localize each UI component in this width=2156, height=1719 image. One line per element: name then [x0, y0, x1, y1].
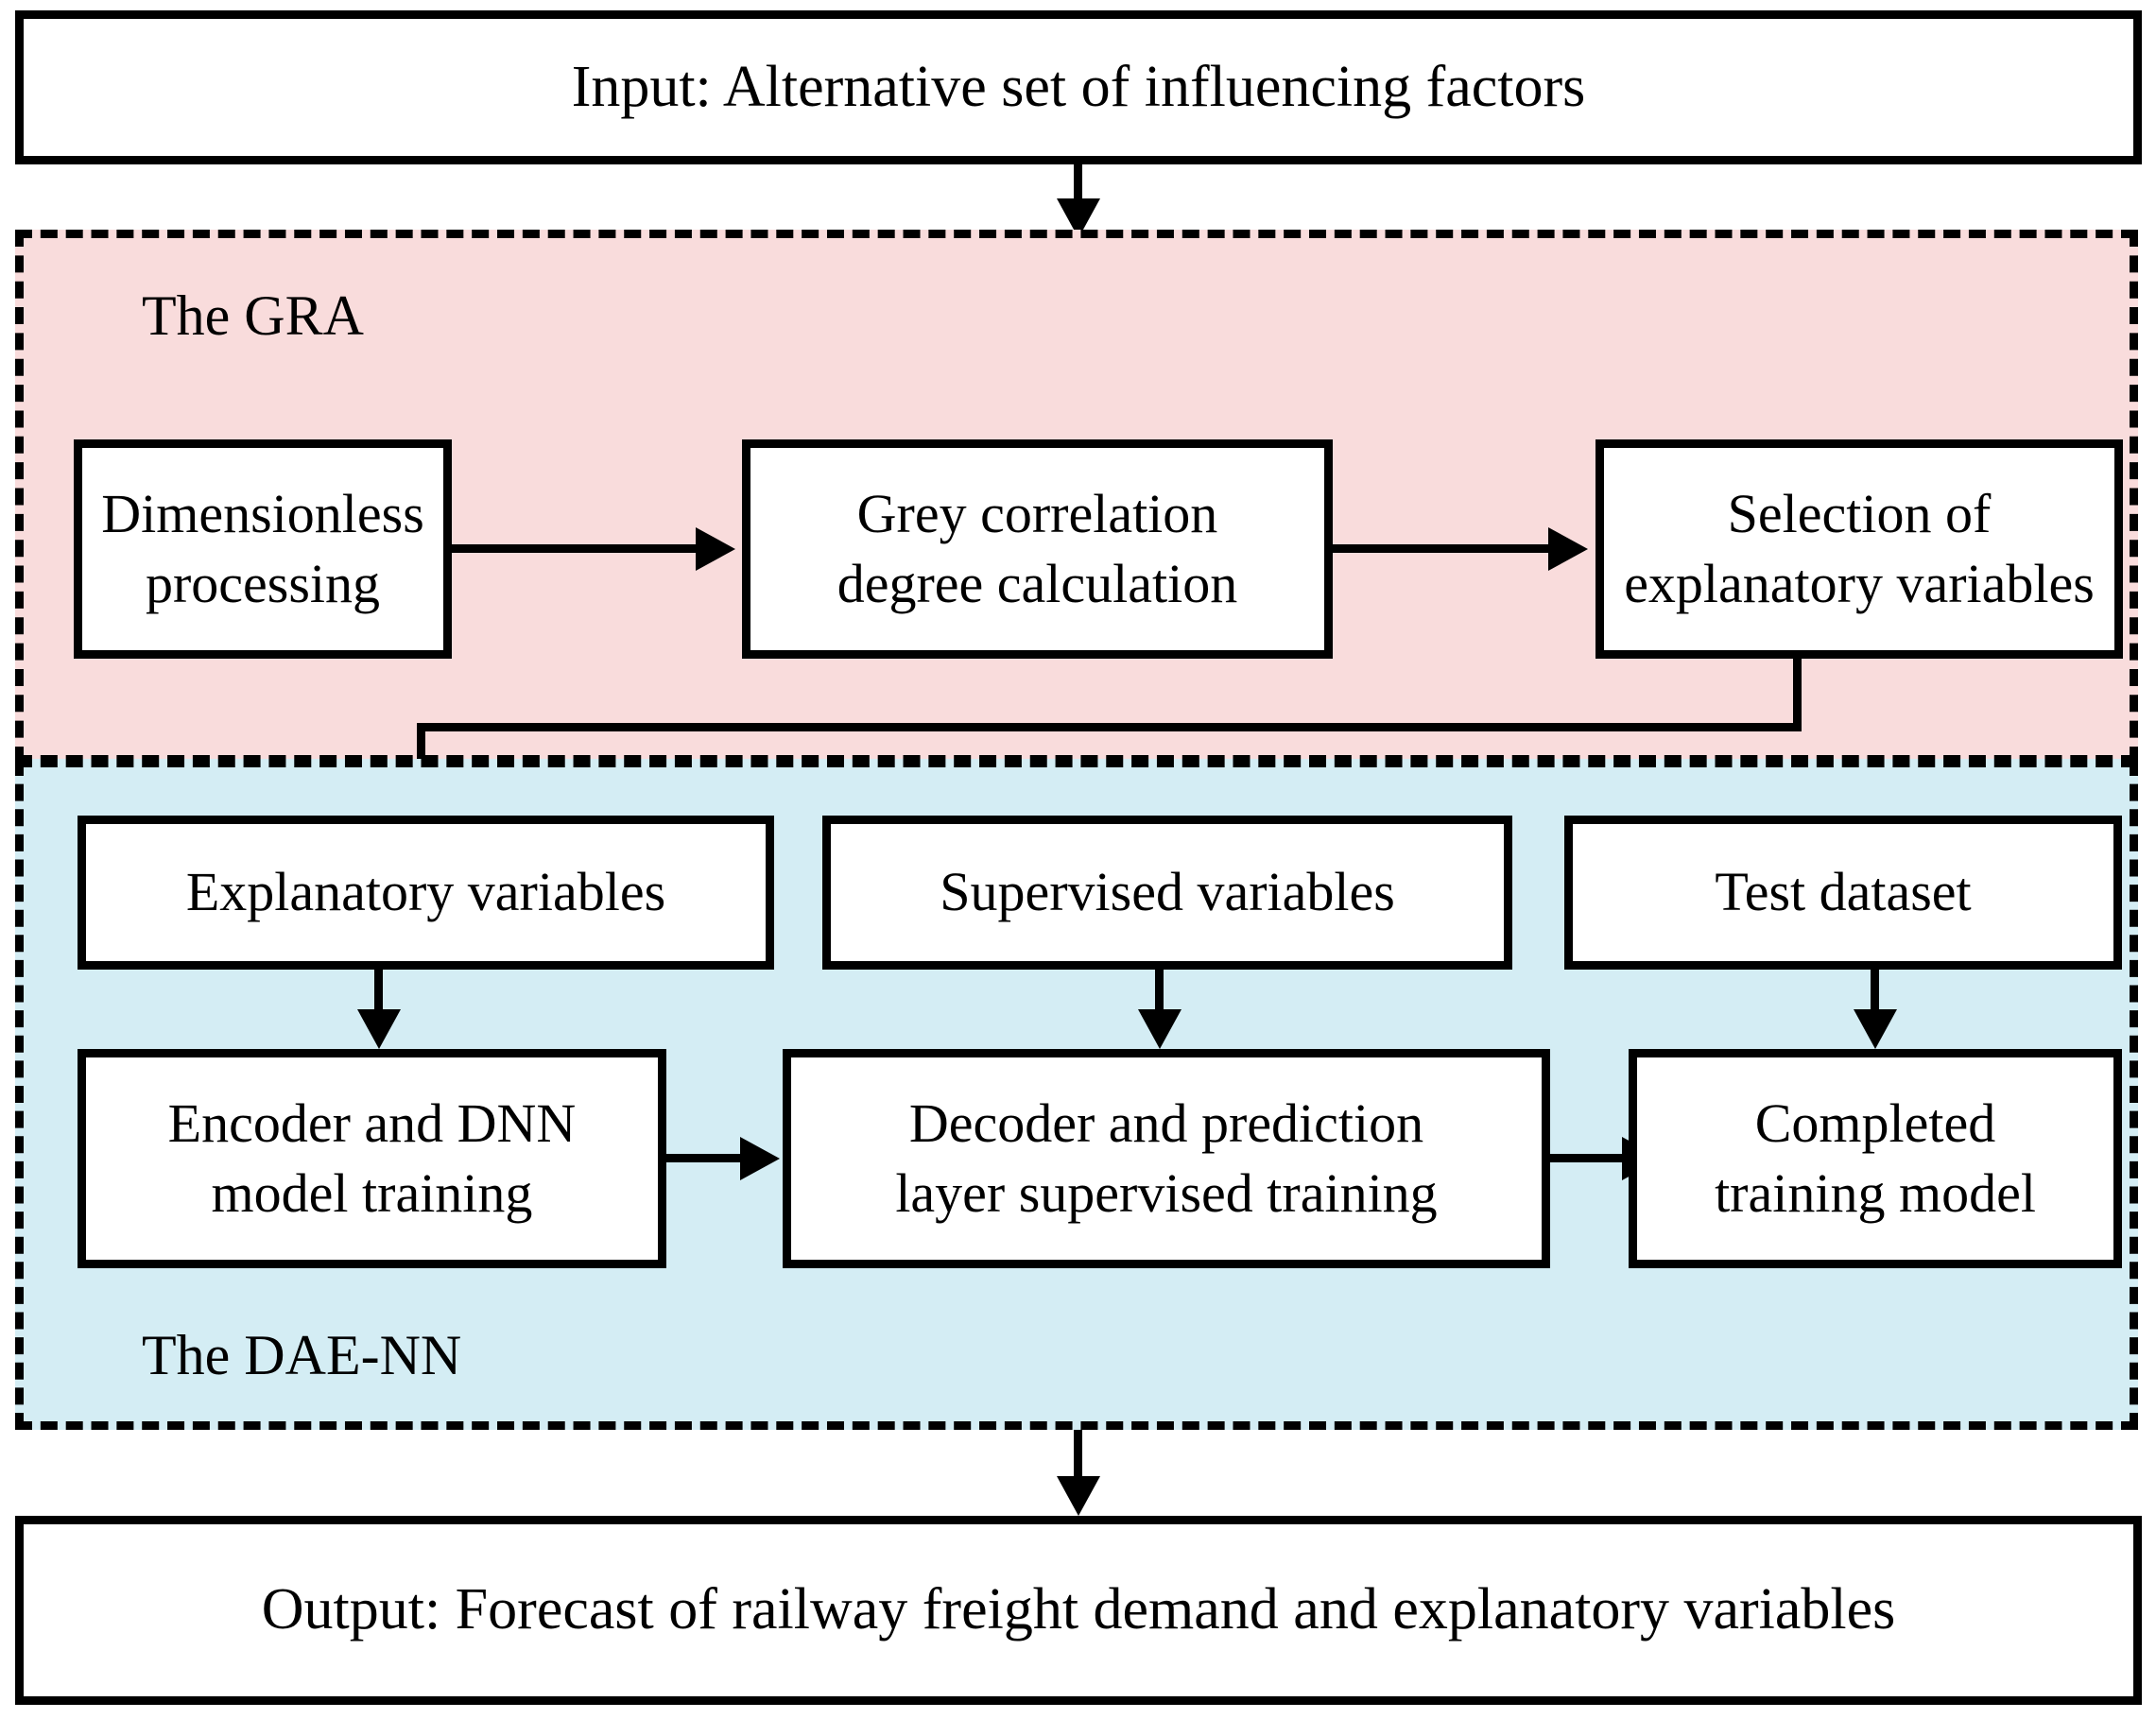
connector-explanatory-to-encoder-arrow — [357, 1009, 401, 1049]
connector-daenn-to-output-line — [1074, 1430, 1082, 1487]
daenn-step-decoder-and-prediction-layer-supervised-training-label: Decoder and prediction layer supervised … — [895, 1092, 1438, 1224]
connector-supervised-to-decoder-arrow — [1138, 1009, 1181, 1049]
daenn-input-supervised-variables: Supervised variables — [822, 816, 1512, 970]
connector-decoder-to-completed-line — [1550, 1154, 1624, 1162]
daenn-step-encoder-and-dnn-model-training: Encoder and DNN model training — [78, 1049, 666, 1268]
daenn-step-decoder-and-prediction-layer-supervised-training: Decoder and prediction layer supervised … — [783, 1049, 1550, 1268]
daenn-step-completed-training-model-label: Completed training model — [1715, 1092, 2036, 1224]
daenn-input-test-dataset-label: Test dataset — [1715, 861, 1972, 923]
connector-explanatory-to-encoder-line — [374, 970, 383, 1024]
connector-testdataset-to-completed-arrow — [1854, 1009, 1897, 1049]
dae-nn-region-label: The DAE-NN — [142, 1324, 462, 1386]
connector-dimensionless-to-grey-line — [452, 544, 698, 553]
output-box: Output: Forecast of railway freight dema… — [15, 1516, 2142, 1705]
input-box-label: Input: Alternative set of influencing fa… — [571, 54, 1586, 119]
gra-step-grey-correlation-degree-calculation-label: Grey correlation degree calculation — [837, 482, 1238, 614]
gra-region-label: The GRA — [142, 284, 364, 347]
connector-grey-to-selection-line — [1333, 544, 1550, 553]
gra-step-dimensionless-processing: Dimensionless processing — [74, 439, 452, 659]
gra-step-grey-correlation-degree-calculation: Grey correlation degree calculation — [742, 439, 1333, 659]
connector-encoder-to-decoder-line — [666, 1154, 742, 1162]
connector-daenn-to-output-arrow — [1057, 1476, 1100, 1516]
gra-step-selection-of-explanatory-variables: Selection of explanatory variables — [1595, 439, 2123, 659]
daenn-input-explanatory-variables-label: Explanatory variables — [185, 861, 666, 923]
daenn-input-explanatory-variables: Explanatory variables — [78, 816, 774, 970]
daenn-input-supervised-variables-label: Supervised variables — [940, 861, 1395, 923]
connector-testdataset-to-completed-line — [1871, 970, 1879, 1024]
gra-step-dimensionless-processing-label: Dimensionless processing — [101, 482, 424, 614]
input-box: Input: Alternative set of influencing fa… — [15, 10, 2142, 164]
connector-selection-to-explanatory-vline-right — [1793, 659, 1802, 731]
connector-selection-to-explanatory-hline — [417, 723, 1802, 731]
connector-input-to-gra-line — [1074, 164, 1082, 206]
connector-grey-to-selection-arrow — [1548, 527, 1588, 571]
daenn-step-encoder-and-dnn-model-training-label: Encoder and DNN model training — [167, 1092, 577, 1224]
daenn-step-completed-training-model: Completed training model — [1629, 1049, 2122, 1268]
gra-step-selection-of-explanatory-variables-label: Selection of explanatory variables — [1624, 482, 2095, 614]
connector-dimensionless-to-grey-arrow — [696, 527, 735, 571]
daenn-input-test-dataset: Test dataset — [1564, 816, 2122, 970]
output-box-label: Output: Forecast of railway freight dema… — [261, 1577, 1896, 1642]
connector-supervised-to-decoder-line — [1155, 970, 1164, 1024]
connector-encoder-to-decoder-arrow — [740, 1137, 780, 1180]
